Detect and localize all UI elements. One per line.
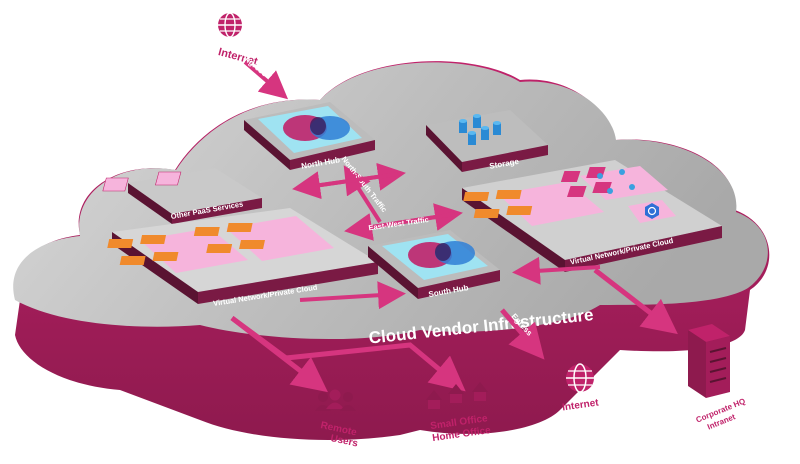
storage-cylinders-icon [459,114,501,145]
globe-icon [218,12,242,38]
kubernetes-icon [645,203,659,219]
ingress-arrow [243,60,289,100]
vnet-left-to-hub-arrow [299,281,406,310]
compute-group-left-b [193,223,265,253]
compute-tile [152,252,179,261]
server-rack-icon [688,324,730,398]
compute-group-left-a [107,235,179,265]
south-hub: South Hub [368,230,500,299]
users-icon [315,389,356,411]
paas-vnet-link-arrow-back [292,171,399,200]
east-west-arrow-back [344,212,456,241]
compute-tile [473,209,500,218]
soho-arrow [230,315,466,392]
compute-tile [193,227,220,236]
compute-tile [463,192,490,201]
compute-group-right [463,190,533,218]
compute-tile [506,206,533,215]
container-tiles [560,167,635,197]
compute-tile [206,244,233,253]
paas-panel: Other PaaS Services [102,168,262,224]
storage-panel: Storage [426,110,548,172]
compute-tile [107,239,134,248]
vnet-right-panel: Virtual Network/Private Cloud [462,160,722,272]
compute-tile [140,235,167,244]
internet-bottom-label: Internet [561,397,600,413]
egress-arrow [500,308,545,360]
corporate-arrow [593,268,678,335]
compute-tile [119,256,146,265]
vnet-right-to-hub-arrow [512,256,601,285]
globe-icon [566,363,594,393]
compute-tile [495,190,522,199]
compute-tile [226,223,253,232]
north-hub: North Hub [244,102,375,171]
compute-tile [239,240,265,249]
houses-icon [426,382,488,409]
